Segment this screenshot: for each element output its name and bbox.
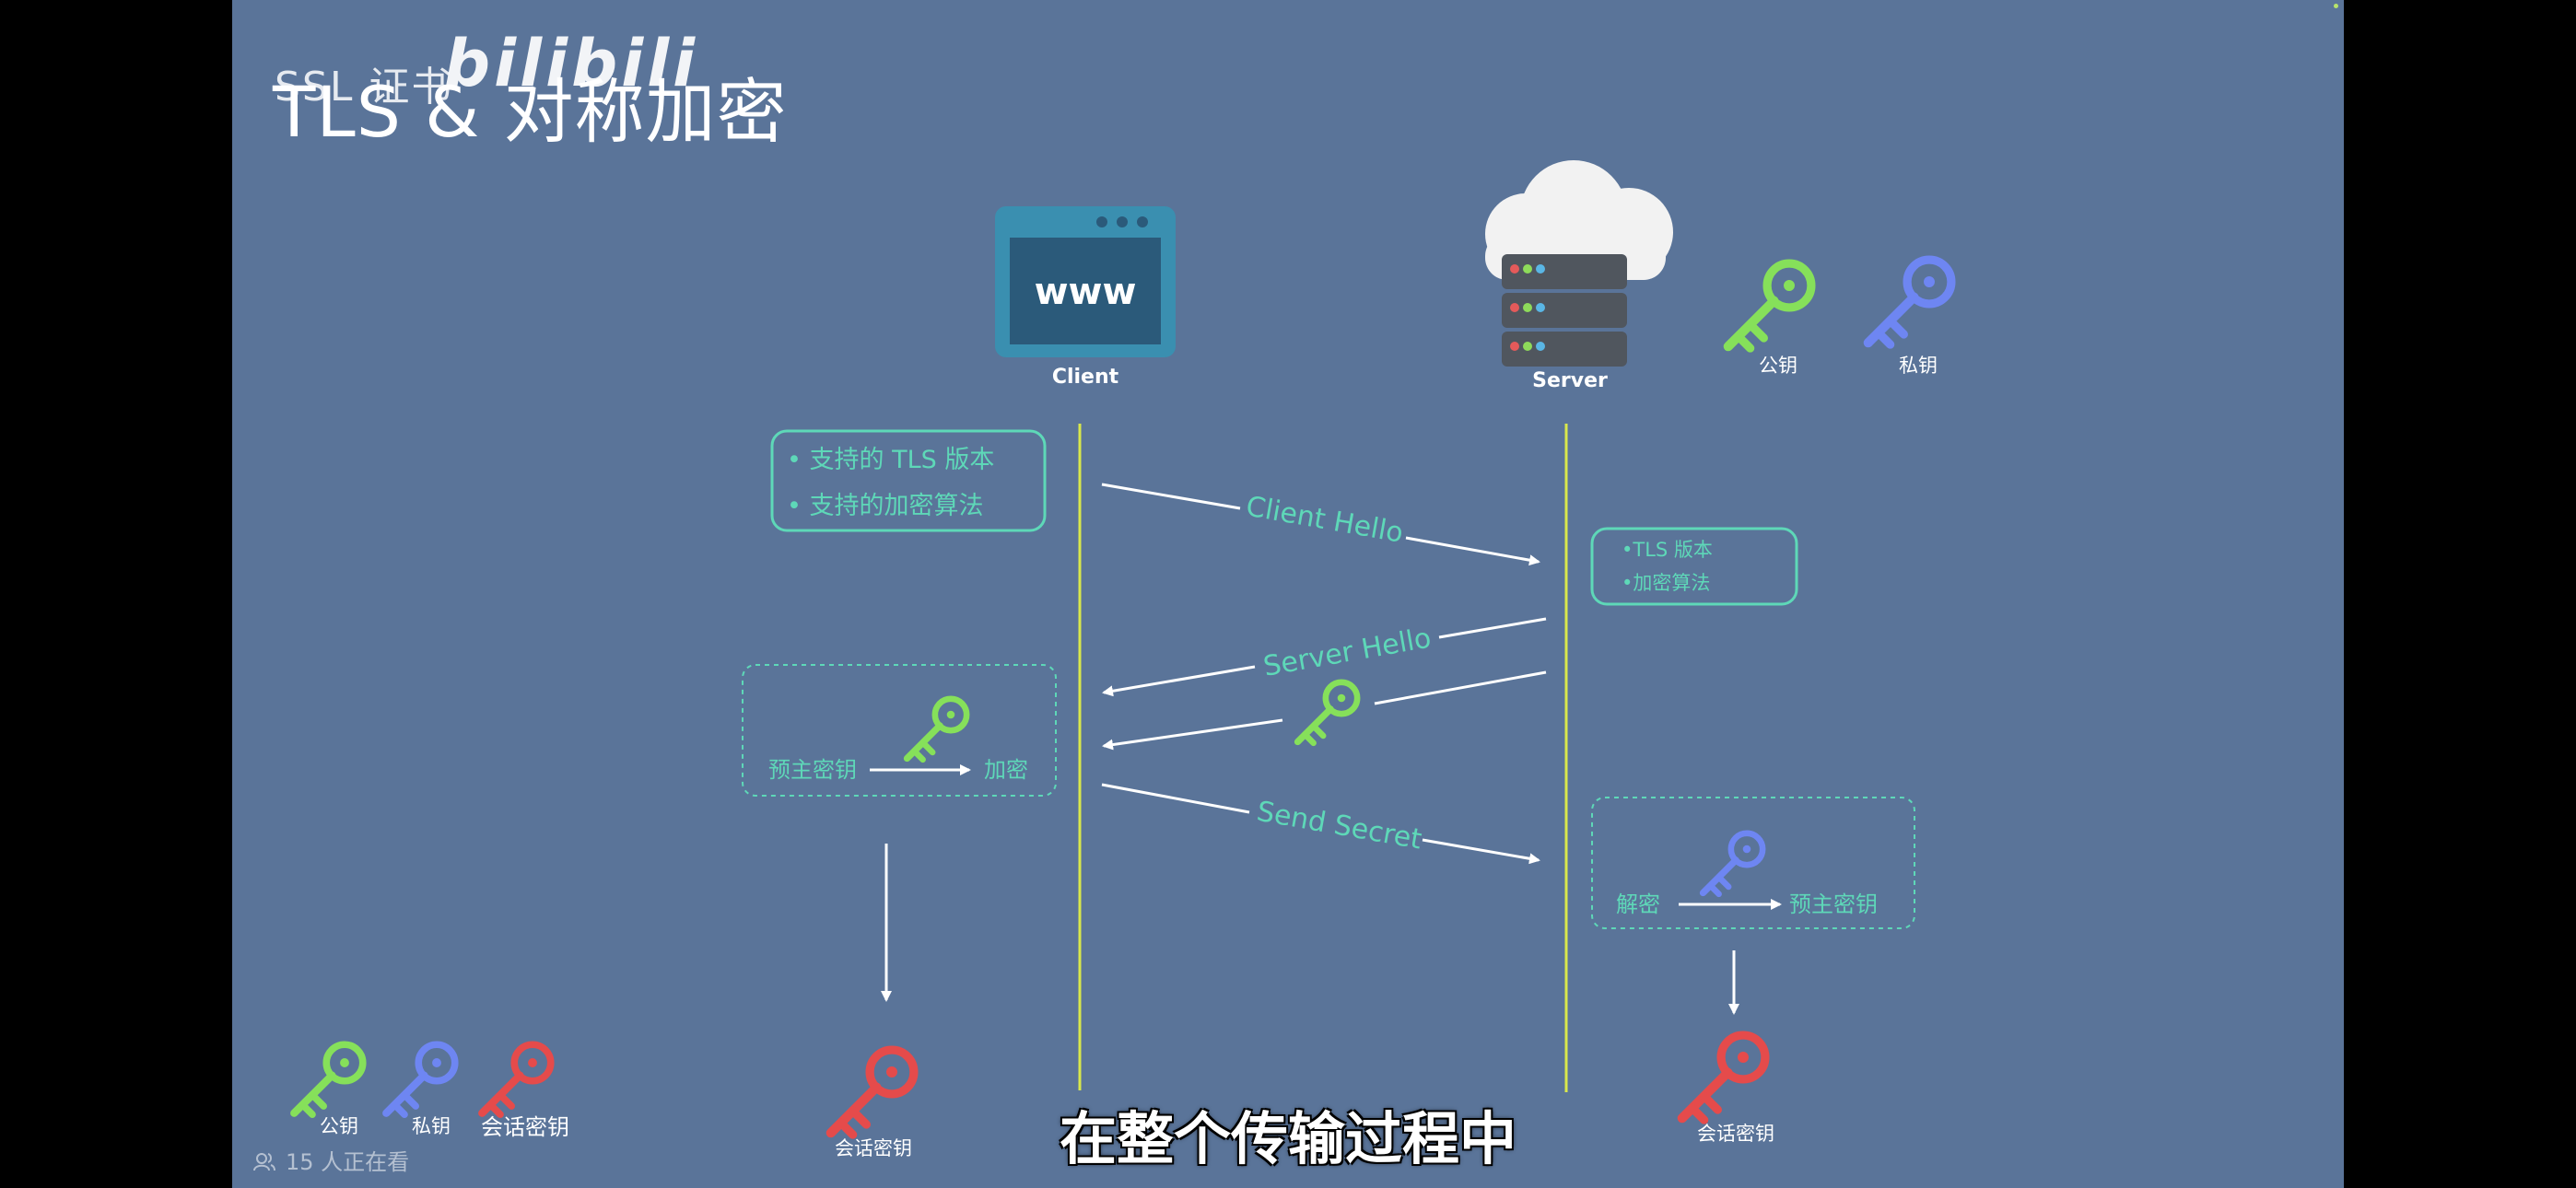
tls-diagram: www Client Server 公钥 私钥 • 支持的 TLS 版本 — [232, 160, 2344, 1159]
public-key-icon — [1728, 263, 1811, 348]
legend-top-private-key: 私钥 — [1899, 355, 1938, 377]
status-dot — [2334, 4, 2338, 8]
public-key-transfer-arrow — [1102, 670, 1547, 751]
client-screen-text: www — [1035, 271, 1137, 313]
viewer-count-text: 15 人正在看 — [286, 1149, 410, 1175]
server-label: Server — [1532, 369, 1608, 392]
slide-title: TLS & 对称加密 — [273, 71, 788, 153]
send-secret-label: Send Secret — [1254, 796, 1424, 856]
title-ghost: SSL 证书 — [275, 64, 454, 111]
legend-top-public-key: 公钥 — [1759, 355, 1797, 377]
legend-bottom-private-key: 私钥 — [412, 1115, 451, 1137]
private-key-icon — [1868, 260, 1951, 344]
server-premaster-label: 预主密钥 — [1789, 891, 1878, 917]
encrypt-public-key-icon — [907, 699, 966, 760]
client-hello-item-1: • 支持的 TLS 版本 — [787, 446, 994, 474]
viewers-icon — [253, 1153, 275, 1171]
client-encrypt-label: 加密 — [984, 757, 1028, 783]
send-secret-arrow: Send Secret — [1101, 783, 1540, 865]
transfer-public-key-icon — [1297, 682, 1357, 743]
client-hello-box: • 支持的 TLS 版本 • 支持的加密算法 — [770, 429, 1047, 532]
server-hello-arrow: Server Hello — [1102, 617, 1547, 697]
client-hello-item-2: • 支持的加密算法 — [787, 492, 984, 520]
viewer-count: 15 人正在看 — [252, 1144, 409, 1176]
video-subtitle: 在整个传输过程中 — [1059, 1105, 1516, 1172]
client-premaster-label: 预主密钥 — [768, 757, 857, 783]
server-hello-label: Server Hello — [1261, 622, 1434, 682]
client-encrypt-box: 预主密钥 加密 — [742, 664, 1057, 797]
client-browser-icon: www — [995, 206, 1176, 357]
legend-bottom-public-key: 公钥 — [320, 1115, 358, 1137]
client-session-key-label: 会话密钥 — [835, 1137, 912, 1159]
server-info-box: •TLS 版本 •加密算法 — [1590, 527, 1798, 606]
client-hello-label: Client Hello — [1244, 490, 1406, 549]
server-session-key-label: 会话密钥 — [1697, 1123, 1774, 1145]
server-cloud-icon — [1485, 160, 1673, 367]
bilibili-watermark: bilibili — [444, 26, 699, 101]
slide: www Client Server 公钥 私钥 • 支持的 TLS 版本 — [232, 0, 2344, 1188]
server-decrypt-label: 解密 — [1616, 891, 1660, 917]
client-label: Client — [1052, 366, 1119, 389]
server-info-item-1: •TLS 版本 — [1622, 539, 1713, 561]
decrypt-private-key-icon — [1703, 833, 1762, 894]
server-info-item-2: •加密算法 — [1622, 572, 1710, 594]
server-decrypt-box: 解密 预主密钥 — [1591, 797, 1915, 929]
legend-bottom-session-key: 会话密钥 — [481, 1114, 569, 1140]
client-hello-arrow: Client Hello — [1101, 483, 1540, 566]
